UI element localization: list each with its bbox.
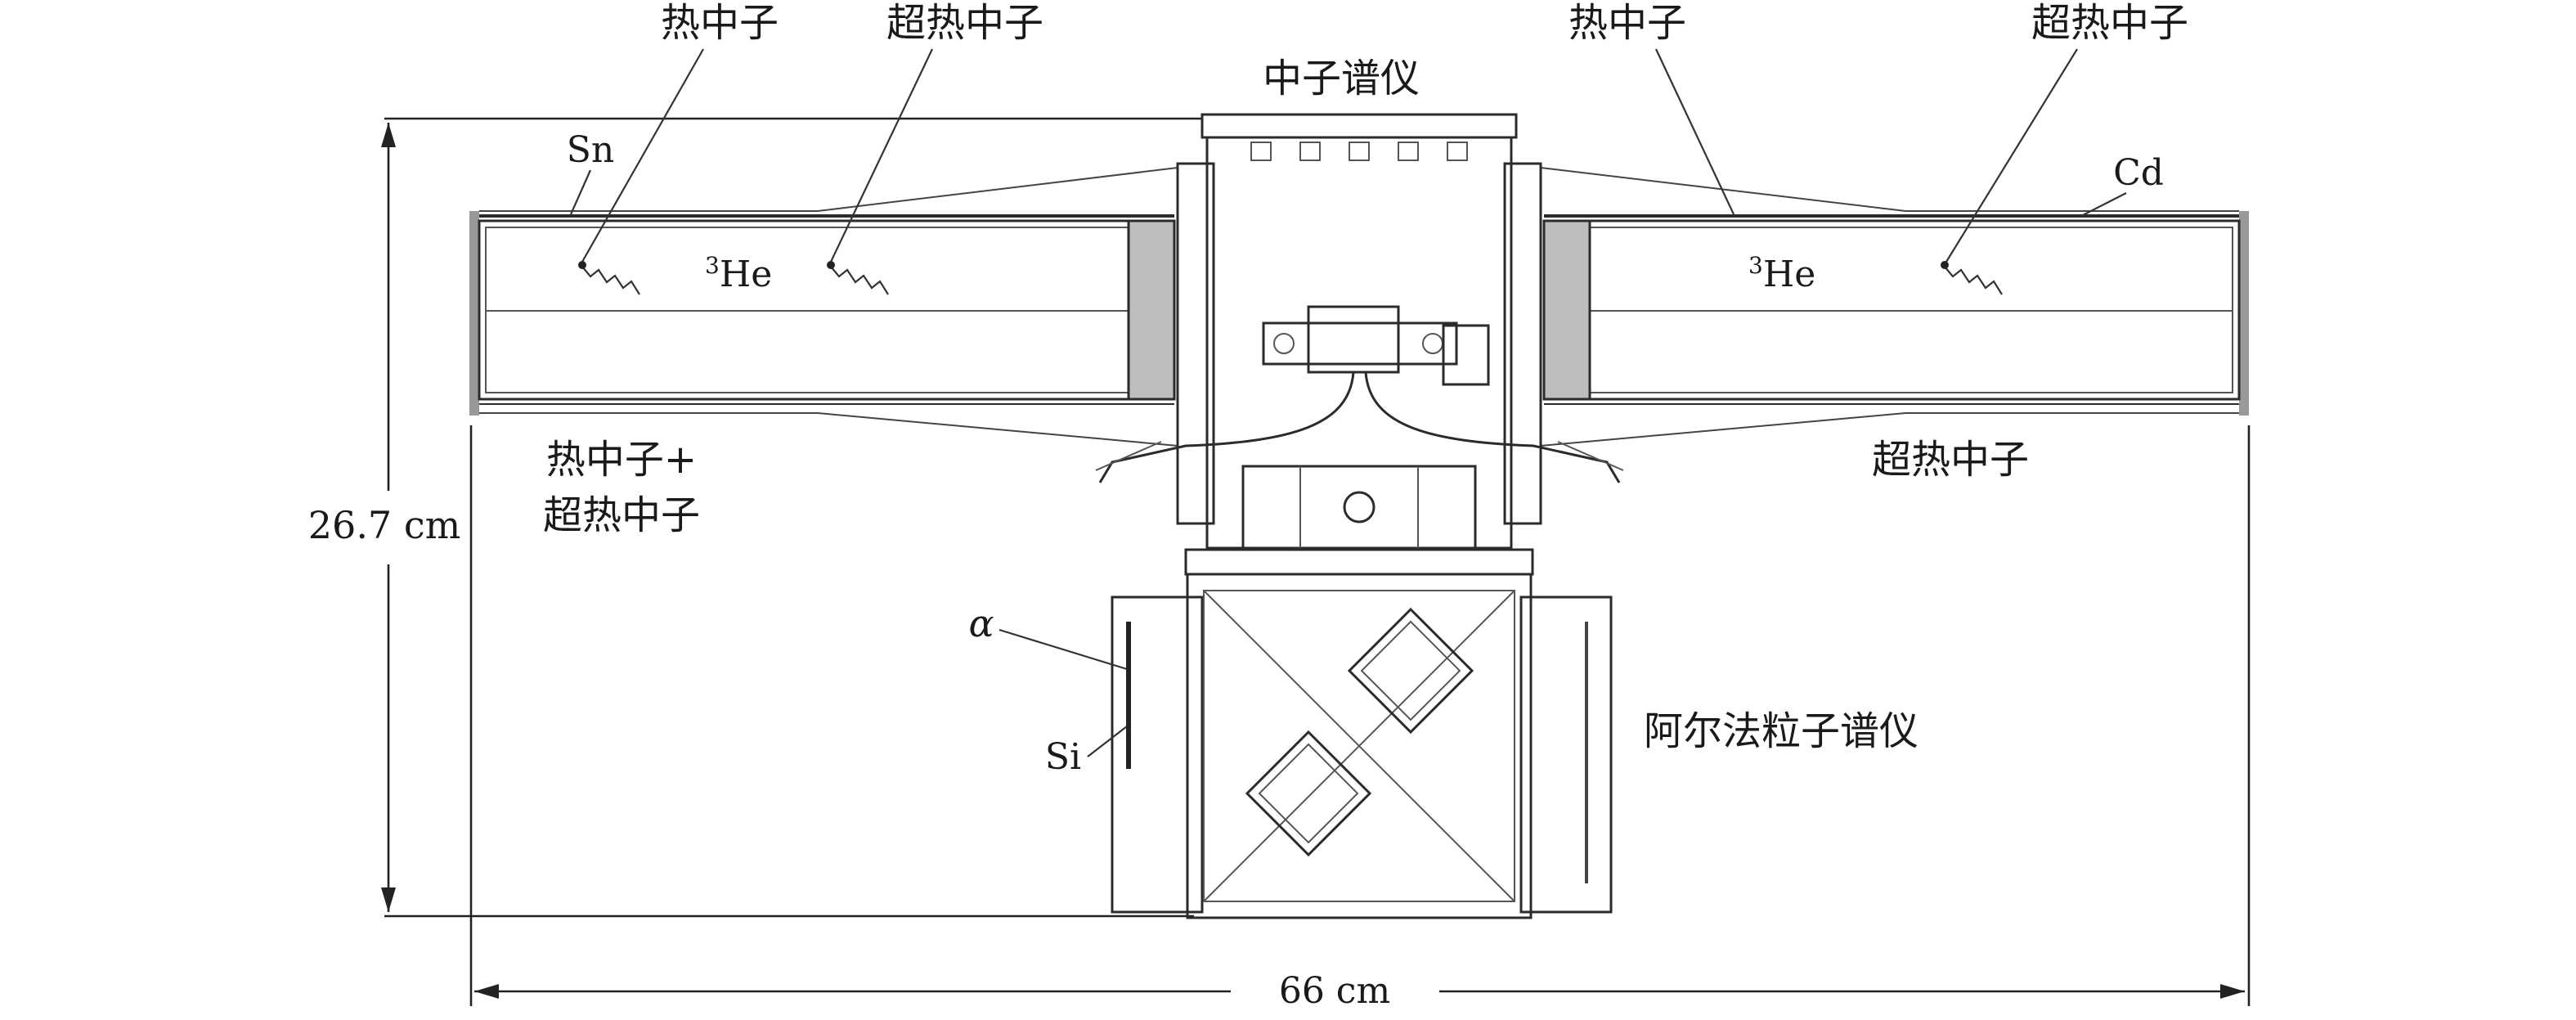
right-housing-top-b [1540, 167, 1906, 212]
lower-diamond [1245, 730, 1372, 857]
right-he3-label: 3He [1748, 252, 1815, 295]
alpha-box-inner [1203, 590, 1515, 902]
left-cable [1098, 371, 1355, 483]
lower-diamond-inner [1258, 743, 1359, 844]
neutron-spectrometer-label: 中子谱仪 [1263, 56, 1420, 101]
epithermal-neutron-label-bottom: 超热中子 [1872, 437, 2029, 483]
annotations: 热中子 超热中子 热中子 超热中子 Sn Cd 热中子+ 超热中子 超热中子 α… [543, 0, 2188, 778]
right-epithermal-wiggle [1944, 266, 2003, 295]
central-housing [1205, 136, 1513, 550]
thermal-plus-label-line2: 超热中子 [543, 492, 700, 538]
thermal-leader-left [581, 48, 704, 263]
alpha-box-outer [1186, 573, 1533, 919]
left-epithermal-wiggle [830, 266, 889, 295]
right-end-cap [2239, 211, 2249, 416]
upper-diamond-inner [1360, 620, 1461, 721]
left-housing-top-b [817, 167, 1178, 212]
thermal-plus-label-line1: 热中子+ [546, 437, 697, 483]
bolt [1250, 142, 1272, 161]
thermal-leader-right [1655, 48, 1735, 215]
right-he3-tube: 3He [1540, 167, 2249, 447]
left-he3-label: 3He [705, 252, 772, 295]
si-leader [1087, 726, 1128, 757]
left-housing-bottom-b [817, 412, 1178, 447]
left-flange [1176, 162, 1215, 525]
left-thermal-dot [578, 261, 586, 269]
height-label: 26.7 cm [308, 503, 460, 547]
top-plate [1200, 113, 1518, 139]
connector-screw-right [1422, 333, 1443, 354]
bolt [1447, 142, 1468, 161]
right-side-panel [1519, 595, 1613, 914]
si-label: Si [1045, 736, 1081, 778]
right-epithermal-dot [1941, 261, 1949, 269]
left-cable-outer [1095, 441, 1162, 471]
epithermal-leader-right [1945, 48, 2078, 263]
right-cable [1364, 371, 1621, 483]
alpha-label: α [968, 601, 994, 645]
height-arrow-bottom [381, 887, 396, 912]
right-cable-outer [1557, 441, 1624, 471]
width-label: 66 cm [1279, 970, 1390, 1012]
thermal-neutron-label-right: 热中子 [1568, 0, 1686, 46]
left-epithermal-dot [827, 261, 835, 269]
small-terminal [1442, 324, 1490, 386]
width-dimension: 66 cm [469, 425, 2251, 1012]
alpha-spectrometer-body [1111, 573, 1613, 919]
left-end-cap [469, 211, 479, 416]
cd-label: Cd [2113, 152, 2164, 194]
right-housing-bottom-b [1540, 412, 1906, 447]
height-dimension: 26.7 cm [308, 117, 1202, 918]
thermal-neutron-label-left: 热中子 [661, 0, 779, 46]
neutron-spectrometer-body: 中子谱仪 [1095, 56, 1624, 576]
alpha-spectrometer-label: 阿尔法粒子谱仪 [1644, 708, 1919, 754]
left-he3-tube: 3He [469, 167, 1178, 447]
sn-label: Sn [567, 129, 614, 171]
sn-leader [569, 169, 592, 215]
epithermal-leader-left [830, 48, 933, 263]
bolt [1398, 142, 1419, 161]
bolt [1349, 142, 1370, 161]
right-flange [1503, 162, 1542, 525]
width-arrow-left [474, 984, 499, 999]
connector-screw-left [1273, 333, 1295, 354]
connector-hub [1307, 305, 1400, 374]
height-arrow-top [381, 123, 396, 147]
left-side-panel [1111, 595, 1204, 914]
lower-plate [1241, 465, 1477, 550]
cd-leader [2080, 192, 2127, 217]
center-hole [1343, 491, 1376, 523]
left-tube-connector [1127, 219, 1176, 401]
epithermal-neutron-label-right: 超热中子 [2031, 0, 2188, 46]
left-thermal-wiggle [581, 266, 640, 295]
right-tube-connector [1542, 219, 1591, 401]
base-bracket [1184, 548, 1534, 576]
diag-b [1203, 590, 1515, 902]
bolt [1299, 142, 1321, 161]
upper-diamond [1347, 607, 1474, 735]
width-arrow-right [2220, 984, 2245, 999]
epithermal-neutron-label-left: 超热中子 [886, 0, 1043, 46]
alpha-leader [999, 628, 1128, 671]
connector-block [1262, 321, 1458, 366]
